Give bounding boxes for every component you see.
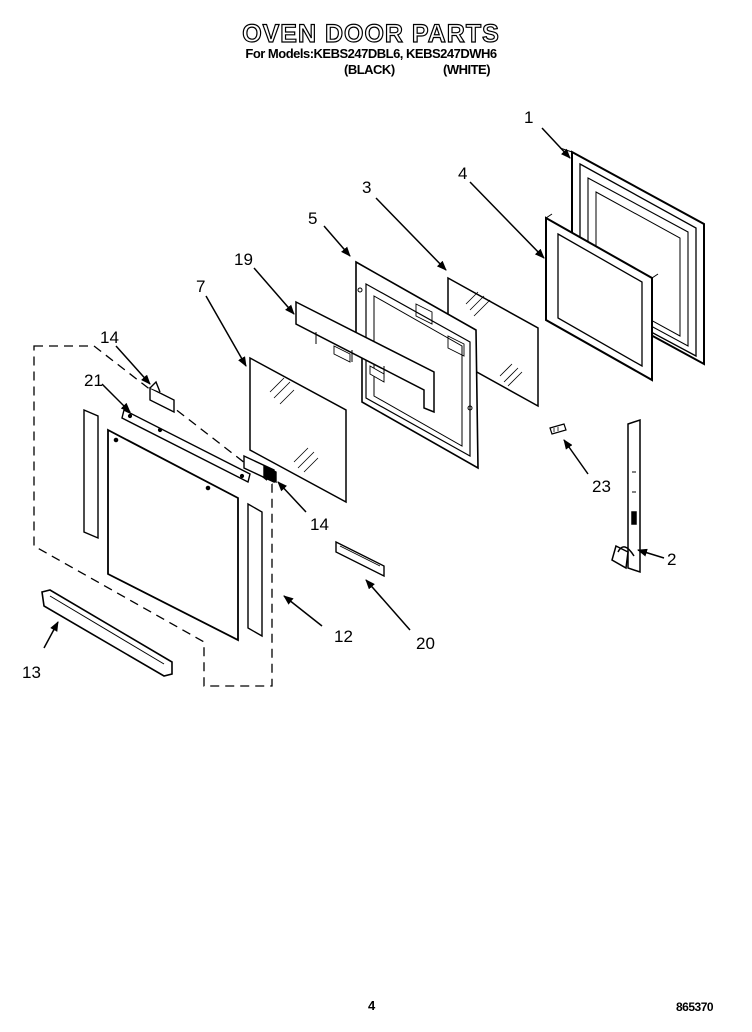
callout-21: 21 — [84, 371, 103, 390]
part-14-clip-upper — [149, 380, 175, 414]
part-19-door-baffle — [295, 300, 435, 414]
variant-white-label: (WHITE) — [443, 62, 491, 77]
part-21-mounting-strip — [121, 408, 251, 484]
models-line: For Models:KEBS247DBL6, KEBS247DWH6 — [245, 46, 497, 61]
part-1-inner-door-frame — [559, 147, 705, 366]
part-4-door-spacer — [545, 213, 659, 382]
part-20-vent-strip — [335, 540, 385, 578]
part-12-outer-door-panel — [83, 408, 263, 642]
page-title: OVEN DOOR PARTS — [242, 19, 500, 48]
door-assembly-dashed-outline — [33, 345, 273, 687]
callout-14-lower: 14 — [310, 515, 329, 534]
part-23-bracket — [549, 423, 567, 435]
callout-20: 20 — [416, 634, 435, 653]
callout-13: 13 — [22, 663, 41, 682]
callout-3: 3 — [362, 178, 371, 197]
part-13-door-handle — [41, 589, 173, 677]
callout-12: 12 — [334, 627, 353, 646]
callout-19: 19 — [234, 250, 253, 269]
callout-4: 4 — [458, 164, 467, 183]
document-number: 865370 — [676, 1000, 714, 1014]
part-2-hinge — [611, 418, 641, 574]
callout-1: 1 — [524, 108, 533, 127]
callout-23: 23 — [592, 477, 611, 496]
part-7-middle-glass — [249, 356, 347, 504]
callout-7: 7 — [196, 277, 205, 296]
variant-black-label: (BLACK) — [344, 62, 395, 77]
callout-leader-lines — [43, 127, 665, 649]
callout-14-upper: 14 — [100, 328, 119, 347]
page-number: 4 — [368, 998, 376, 1013]
part-14-clip-lower — [243, 454, 277, 484]
callout-2: 2 — [667, 550, 676, 569]
callout-5: 5 — [308, 209, 317, 228]
